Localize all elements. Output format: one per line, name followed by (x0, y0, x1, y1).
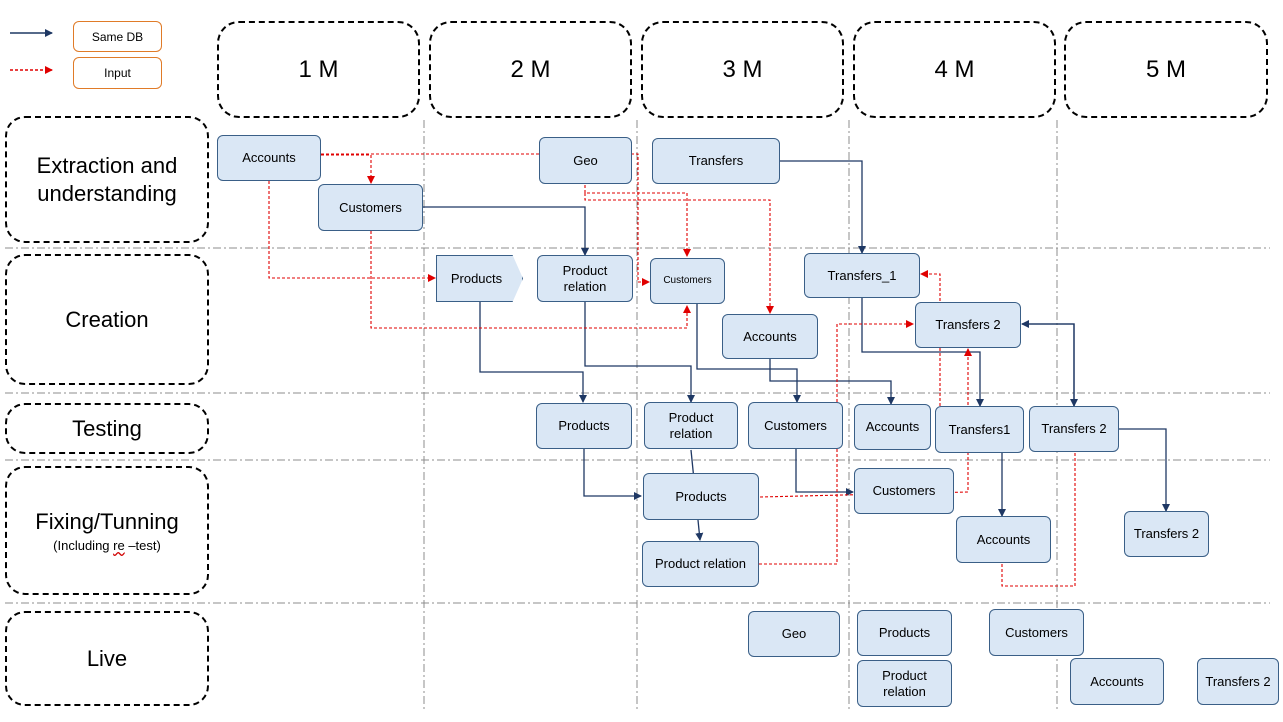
row-separators (5, 247, 1270, 604)
node-extraction-accounts: Accounts (217, 135, 321, 181)
phase-extraction: Extraction and understanding (5, 116, 209, 243)
month-header-3: 3 M (641, 21, 844, 118)
node-creation-products: Products (436, 255, 523, 302)
phase-fixing-sublabel: (Including re –test) (53, 538, 161, 553)
node-creation-transfers-1: Transfers_1 (804, 253, 920, 298)
node-creation-customers: Customers (650, 258, 725, 304)
node-creation-accounts: Accounts (722, 314, 818, 359)
node-testing-product-relation: Product relation (644, 402, 738, 449)
phase-creation-label: Creation (65, 306, 149, 332)
node-testing-accounts: Accounts (854, 404, 931, 450)
node-live-customers: Customers (989, 609, 1084, 656)
phase-extraction-label: Extraction and understanding (36, 152, 178, 206)
month-header-1: 1 M (217, 21, 420, 118)
node-creation-transfers-2: Transfers 2 (915, 302, 1021, 348)
node-fixing-product-relation: Product relation (642, 541, 759, 587)
month-header-5: 5 M (1064, 21, 1268, 118)
node-live-product-relation: Product relation (857, 660, 952, 707)
node-testing-customers: Customers (748, 402, 843, 449)
phase-fixing-label: Fixing/Tunning (35, 509, 179, 534)
legend-input: Input (73, 57, 162, 89)
node-live-products: Products (857, 610, 952, 656)
node-testing-transfers1: Transfers1 (935, 406, 1024, 453)
node-extraction-customers: Customers (318, 184, 423, 231)
phase-fixing: Fixing/Tunning (Including re –test) (5, 466, 209, 595)
month-header-2: 2 M (429, 21, 632, 118)
phase-creation: Creation (5, 254, 209, 385)
node-live-accounts: Accounts (1070, 658, 1164, 705)
node-creation-product-relation: Product relation (537, 255, 633, 302)
phase-live: Live (5, 611, 209, 706)
node-testing-transfers-2: Transfers 2 (1029, 406, 1119, 452)
month-header-4: 4 M (853, 21, 1056, 118)
node-testing-products: Products (536, 403, 632, 449)
phase-testing: Testing (5, 403, 209, 454)
node-fixing-customers: Customers (854, 468, 954, 514)
node-fixing-products: Products (643, 473, 759, 520)
phase-live-label: Live (86, 645, 128, 671)
node-fixing-accounts: Accounts (956, 516, 1051, 563)
node-live-geo: Geo (748, 611, 840, 657)
node-extraction-geo: Geo (539, 137, 632, 184)
node-live-transfers-2: Transfers 2 (1197, 658, 1279, 705)
node-extraction-transfers: Transfers (652, 138, 780, 184)
legend-same-db: Same DB (73, 21, 162, 52)
phase-testing-label: Testing (72, 415, 142, 441)
node-fixing-transfers-2: Transfers 2 (1124, 511, 1209, 557)
